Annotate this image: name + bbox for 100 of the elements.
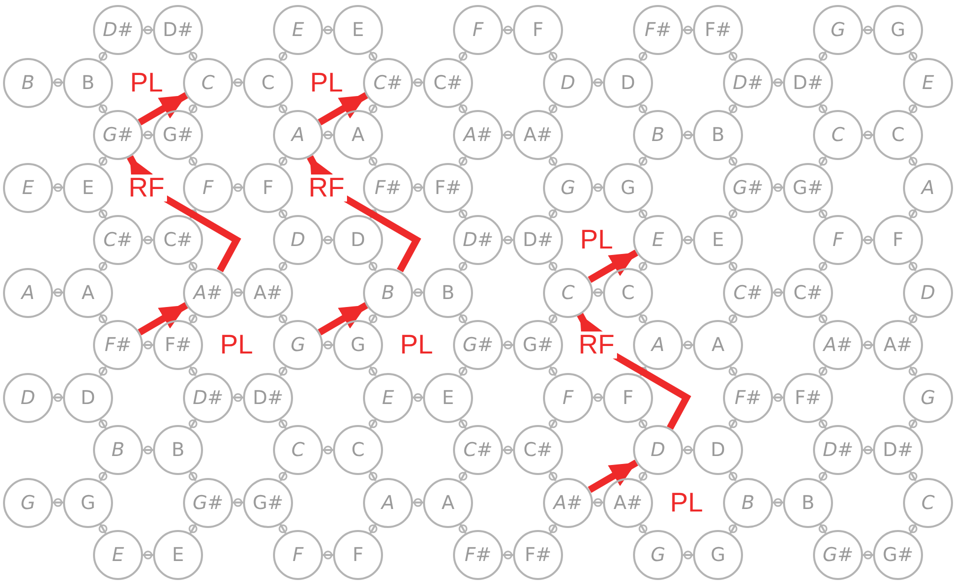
arrow [638,314,648,324]
note-circle: A [423,478,473,528]
note-circle: B [3,58,53,108]
note-circle: F [513,5,563,55]
note-circle: B [363,268,413,318]
note-circle: F# [453,530,503,580]
arrow [863,550,873,560]
note-circle: D [903,268,953,318]
arrow [548,261,558,272]
arrow [548,418,558,429]
arrow [278,524,288,534]
arrow [458,418,468,429]
note-circle: D [273,215,323,265]
arrow [593,78,603,87]
note-circle: F [273,530,323,580]
arrow [683,26,693,34]
arrow [98,208,108,219]
note-circle: F# [513,530,563,580]
note-circle: G# [243,478,293,528]
note-circle: C# [93,215,143,265]
arrow [773,183,783,192]
arrow [98,524,108,534]
note-circle: F [243,162,293,212]
arrow [143,340,153,350]
arrow [188,51,198,62]
arrow [638,471,648,482]
arrow [548,524,558,534]
arrow [818,471,828,482]
arrow [368,51,378,62]
note-circle: F# [693,5,743,55]
arrow [458,156,468,166]
note-circle: C [183,58,233,108]
arrow [548,51,558,62]
arrow [503,26,513,34]
arrow [98,366,108,376]
arrow [138,302,188,336]
arrow [188,524,198,534]
arrow [98,418,108,429]
arrow [233,498,243,507]
note-circle: G [873,5,923,55]
note-circle: G [273,320,323,370]
note-circle: A [3,268,53,318]
note-circle: E [903,58,953,108]
arrow [728,524,738,534]
note-circle: D [633,425,683,475]
arrow [98,104,108,114]
note-circle: F# [723,372,773,422]
note-circle: A# [513,110,563,160]
arrow [908,104,918,114]
arrow [908,261,918,272]
arrow [278,471,288,482]
arrow [908,314,918,324]
arrow [53,183,63,192]
note-circle: F [813,215,863,265]
arrow [98,314,108,324]
note-circle: E [93,530,143,580]
arrow [458,104,468,114]
arrow [98,261,108,272]
arrow [863,130,873,140]
arrow [278,208,288,219]
arrow [143,130,153,140]
note-circle: F [453,5,503,55]
arrow [318,92,368,126]
arrow [593,183,603,192]
arrow [53,393,63,402]
note-circle: B [723,478,773,528]
note-circle: D# [243,372,293,422]
note-circle: C [603,268,653,318]
arrow [188,208,198,219]
note-circle: E [3,162,53,212]
arrow [863,236,873,244]
note-circle: C# [723,268,773,318]
arrow [638,156,648,166]
arrow [863,26,873,34]
arrow [683,340,693,350]
arrow [188,471,198,482]
arrow [368,471,378,482]
arrow [548,314,558,324]
arrow [908,156,918,166]
arrow [683,446,693,454]
note-circle: D [693,425,743,475]
arrow [548,156,558,166]
note-circle: B [153,425,203,475]
arrow [908,471,918,482]
arrow [638,208,648,219]
arrow [638,261,648,272]
arrow [683,550,693,560]
note-circle: B [693,110,743,160]
arrow [818,156,828,166]
arrow [413,393,423,402]
arrow [638,104,648,114]
note-circle: F [333,530,383,580]
arrow [818,51,828,62]
note-circle: A# [183,268,233,318]
arrow [503,340,513,350]
note-circle: C [543,268,593,318]
arrow [818,314,828,324]
arrow [323,340,333,350]
arrow [458,366,468,376]
note-circle: A [693,320,743,370]
